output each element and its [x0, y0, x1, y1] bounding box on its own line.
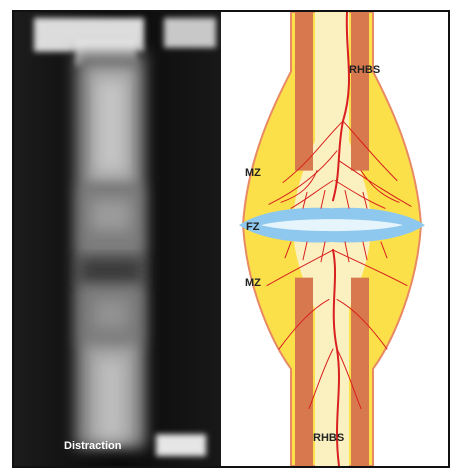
xray-caption: Distraction [64, 440, 121, 452]
cortex-top-left [295, 12, 313, 171]
label-rhbs-bottom: RHBS [313, 432, 344, 444]
label-fz: FZ [246, 221, 259, 233]
label-mz-lower: MZ [245, 277, 261, 289]
label-rhbs-top: RHBS [349, 64, 380, 76]
cortex-bottom-right [351, 278, 369, 466]
figure-panel: Distraction [12, 10, 450, 468]
cortex-bottom-left [295, 278, 313, 466]
xray-image: Distraction [14, 12, 221, 466]
bone-schematic-graphic [221, 12, 450, 466]
schematic-illustration: RHBS MZ FZ MZ RHBS [221, 12, 450, 466]
radiograph-graphic [14, 12, 221, 466]
label-mz-upper: MZ [245, 167, 261, 179]
